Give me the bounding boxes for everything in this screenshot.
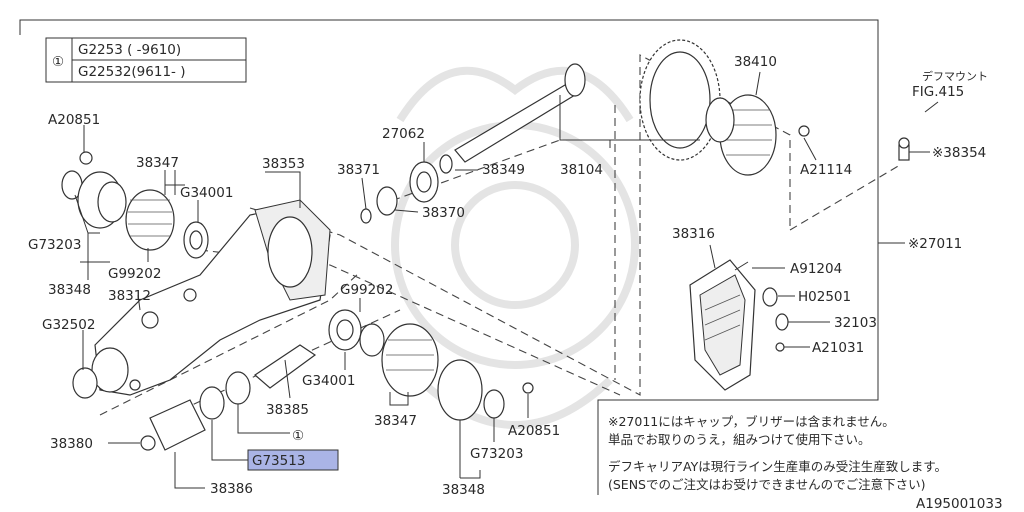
label-38348-bottom: 38348: [442, 482, 485, 498]
note-line-3: デフキャリアAYは現行ライン生産車のみ受注生産致します。: [608, 459, 947, 474]
label-h02501: H02501: [798, 289, 851, 305]
label-g99202-left: G99202: [108, 266, 161, 282]
label-38348-left: 38348: [48, 282, 91, 298]
label-g73203-left: G73203: [28, 237, 81, 253]
note-line-4: (SENSでのご注文はお受けできませんのでご注意下さい): [608, 477, 926, 492]
label-g73513: G73513: [252, 453, 305, 469]
label-38104: 38104: [560, 162, 603, 178]
legend-row-1: G2253 ( -9610): [78, 42, 181, 58]
figure-code: A195001033: [916, 496, 1003, 512]
diff-carrier-housing: [91, 199, 331, 396]
label-38312: 38312: [108, 288, 151, 304]
label-38385: 38385: [266, 402, 309, 418]
legend-symbol: ①: [52, 54, 64, 70]
label-32103: 32103: [834, 315, 877, 331]
label-38353: 38353: [262, 156, 305, 172]
label-38316: 38316: [672, 226, 715, 242]
label-38354: ※38354: [932, 145, 986, 161]
pinion-shaft: [360, 63, 586, 224]
ring-gear-assembly: [639, 39, 810, 176]
part-labels: A20851 38347 G34001 38353 38371 27062 38…: [28, 54, 988, 498]
label-g34001-mid: G34001: [302, 373, 355, 389]
label-27062: 27062: [382, 126, 425, 142]
label-a21114: A21114: [800, 162, 852, 178]
label-g32502: G32502: [42, 317, 95, 333]
label-38386: 38386: [210, 481, 253, 497]
leader-lines: [74, 71, 939, 489]
rear-cover: [689, 137, 910, 391]
label-38410: 38410: [734, 54, 777, 70]
label-fig-line1: デフマウント: [922, 69, 988, 83]
notes: ※27011にはキャップ，ブリザーは含まれません。 単品でお取りのうえ，組みつけ…: [608, 414, 947, 492]
legend-table: ① G2253 ( -9610) G22532(9611- ): [45, 37, 247, 83]
highlight-box: [247, 449, 339, 471]
frame-lines: [19, 19, 905, 495]
label-circle1: ①: [292, 428, 304, 444]
label-a20851-top: A20851: [48, 112, 100, 128]
note-line-2: 単品でお取りのうえ，組みつけて使用下さい。: [608, 432, 871, 447]
label-27011: ※27011: [908, 236, 962, 252]
label-38347-bottom: 38347: [374, 413, 417, 429]
label-38380: 38380: [50, 436, 93, 452]
left-side-parts: [61, 151, 209, 399]
label-38349: 38349: [482, 162, 525, 178]
label-g99202-mid: G99202: [340, 282, 393, 298]
label-a20851-bottom: A20851: [508, 423, 560, 439]
lower-center-parts: [140, 309, 534, 451]
note-line-1: ※27011にはキャップ，ブリザーは含まれません。: [608, 414, 895, 429]
label-38370: 38370: [422, 205, 465, 221]
label-38371: 38371: [337, 162, 380, 178]
label-fig-line2: FIG.415: [912, 84, 964, 100]
label-a21031: A21031: [812, 340, 864, 356]
legend-row-2: G22532(9611- ): [78, 64, 185, 80]
label-g34001-top: G34001: [180, 185, 233, 201]
label-a91204: A91204: [790, 261, 842, 277]
label-38347-top: 38347: [136, 155, 179, 171]
label-g73203-bottom: G73203: [470, 446, 523, 462]
